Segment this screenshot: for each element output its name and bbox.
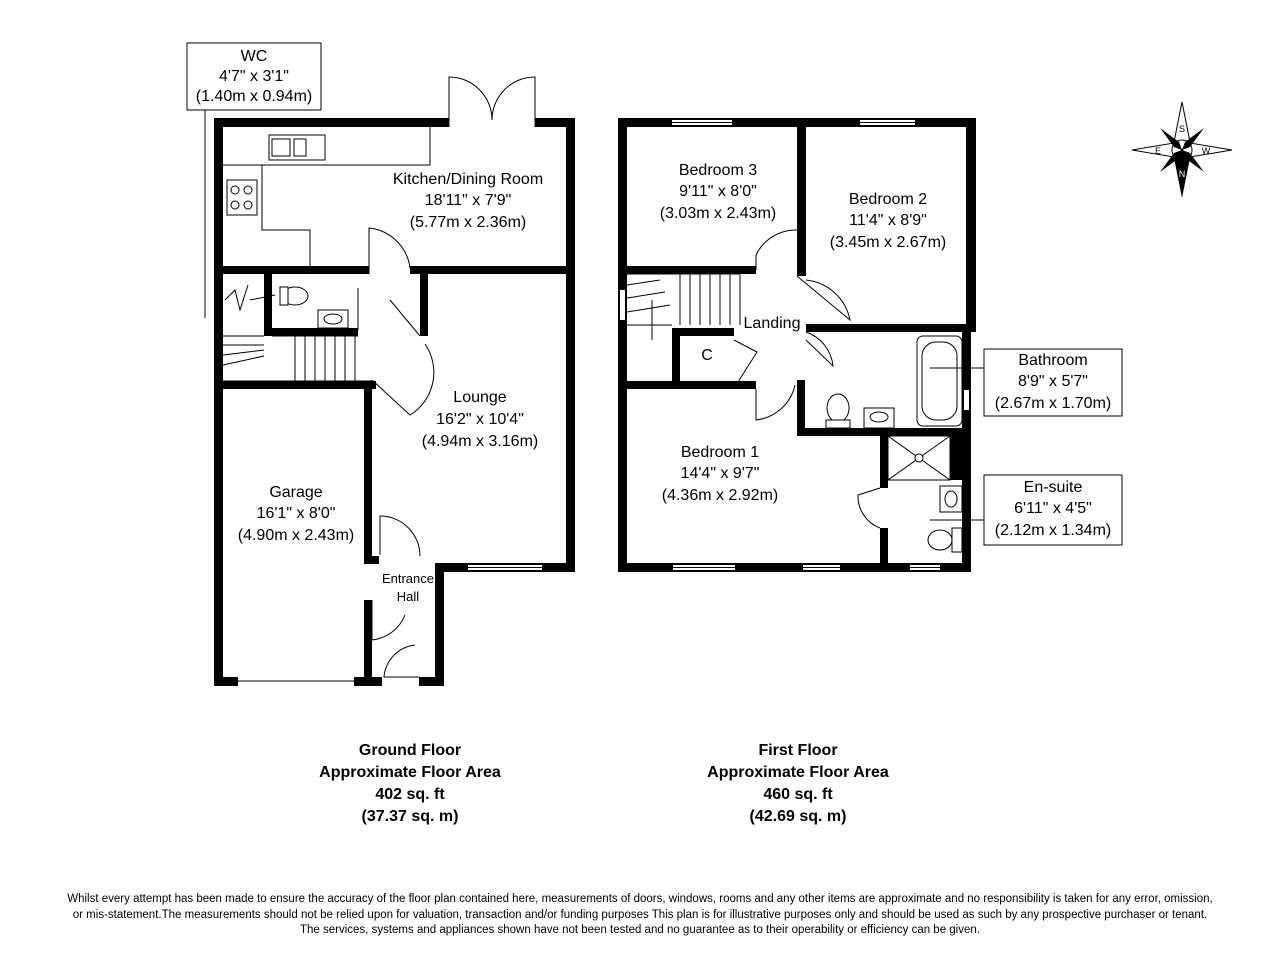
bathroom-label-box [983, 348, 1123, 417]
wc-imperial: 4'7" x 3'1" [219, 68, 289, 85]
garage-name: Garage [269, 484, 322, 501]
entrance-line1: Entrance [382, 571, 434, 586]
ensuite-imperial: 6'11" x 4'5" [1014, 500, 1092, 517]
lounge-name: Lounge [453, 389, 506, 406]
ground-floor-summary: Ground Floor Approximate Floor Area 402 … [290, 740, 530, 828]
ensuite-label-box [983, 474, 1123, 546]
first-wall-ensuite-west-lower [880, 528, 888, 572]
ground-wall-west [214, 118, 223, 686]
ground-floor-plan [204, 76, 575, 686]
ensuite-name: En-suite [1024, 479, 1083, 496]
ground-wall-hall-east [420, 266, 428, 336]
bathroom-metric: (2.67m x 1.70m) [995, 395, 1111, 412]
bedroom2-metric: (3.45m x 2.67m) [830, 234, 946, 251]
first-stairs [626, 273, 741, 340]
landing-name: Landing [744, 315, 801, 332]
ground-stairs [204, 110, 372, 382]
ground-wall-entrance-east [435, 563, 444, 686]
bedroom1-metric: (4.36m x 2.92m) [662, 487, 778, 504]
ground-wall-garage-east [364, 381, 372, 563]
first-floor-title: First Floor [758, 742, 838, 759]
garage-metric: (4.90m x 2.43m) [238, 527, 354, 544]
first-wall-bed1-north [618, 381, 756, 389]
bedroom1-name: Bedroom 1 [681, 444, 759, 461]
floor-plan-diagram: WC 4'7" x 3'1" (1.40m x 0.94m) Kitchen/D… [186, 42, 1233, 686]
kitchen-metric: (5.77m x 2.36m) [410, 214, 526, 231]
ground-wall-kitchen-south-b [410, 266, 575, 274]
ground-floor-sqm: (37.37 sq. m) [361, 808, 459, 825]
wc-label-box [186, 42, 322, 111]
disclaimer-line2: or mis-statement.The measurements should… [72, 908, 1208, 921]
bedroom3-imperial: 9'11" x 8'0" [679, 183, 757, 200]
bedroom2-name: Bedroom 2 [849, 191, 927, 208]
bedroom3-name: Bedroom 3 [679, 162, 757, 179]
ground-wall-wc-west [264, 266, 272, 336]
compass-s: S [1179, 124, 1185, 134]
lounge-metric: (4.94m x 3.16m) [422, 433, 538, 450]
ground-wall-south-a [214, 677, 238, 686]
first-wall-bed3-bed2 [797, 118, 806, 276]
disclaimer: Whilst every attempt has been made to en… [20, 892, 1260, 939]
kitchen-imperial: 18'11" x 7'9" [425, 192, 512, 209]
first-floor-sqft: 460 sq. ft [763, 786, 833, 803]
bedroom1-imperial: 14'4" x 9'7" [681, 465, 760, 482]
first-wall-bed2-south-a [806, 324, 853, 332]
compass-icon: S N E W [1131, 101, 1233, 198]
garage-imperial: 16'1" x 8'0" [257, 505, 336, 522]
disclaimer-line1: Whilst every attempt has been made to en… [67, 893, 1213, 905]
ground-wall-wc-south [264, 328, 358, 336]
first-floor-sqm: (42.69 sq. m) [749, 808, 847, 825]
ground-floor-sqft: 402 sq. ft [375, 786, 445, 803]
bathroom-imperial: 8'9" x 5'7" [1018, 373, 1088, 390]
ground-floor-subtitle: Approximate Floor Area [319, 764, 501, 781]
bedroom3-metric: (3.03m x 2.43m) [660, 205, 776, 222]
entrance-line2: Hall [397, 589, 420, 604]
first-wall-bed2-south-b [853, 324, 971, 332]
first-floor-summary: First Floor Approximate Floor Area 460 s… [678, 740, 918, 828]
compass-e: E [1155, 146, 1161, 156]
room-labels: WC 4'7" x 3'1" (1.40m x 0.94m) Kitchen/D… [196, 48, 1111, 604]
first-wall-south [618, 563, 971, 572]
first-floor-plan [618, 118, 976, 572]
ground-wall-hall-stub [364, 556, 379, 564]
first-wall-east-upper [966, 118, 976, 332]
first-wall-bath-west [797, 380, 805, 436]
ground-wall-north-b [535, 118, 575, 127]
cupboard-name: C [701, 347, 713, 364]
wc-metric: (1.40m x 0.94m) [196, 88, 312, 105]
ground-wall-south-c [419, 677, 444, 686]
first-wall-cupboard-north [672, 328, 734, 336]
ground-floor-title: Ground Floor [358, 742, 462, 759]
compass-n: N [1179, 169, 1186, 179]
first-wall-cupboard-west [672, 328, 680, 389]
bedroom2-imperial: 11'4" x 8'9" [849, 212, 927, 229]
ground-wall-garage-north [214, 381, 376, 389]
ground-wall-garage-east-lower [364, 600, 372, 686]
first-floor-subtitle: Approximate Floor Area [707, 764, 889, 781]
first-wall-bed3-south [618, 266, 756, 274]
compass-w: W [1202, 146, 1211, 156]
bathroom-name: Bathroom [1018, 352, 1087, 369]
first-wall-east-lower [962, 326, 971, 572]
first-wall-west [618, 118, 627, 572]
ground-wall-kitchen-south-a [214, 266, 369, 274]
wc-name: WC [241, 48, 268, 65]
lounge-imperial: 16'2" x 10'4" [436, 411, 524, 428]
ensuite-metric: (2.12m x 1.34m) [995, 522, 1111, 539]
kitchen-name: Kitchen/Dining Room [393, 171, 543, 188]
first-wall-ensuite-west [880, 428, 888, 488]
ground-wall-east [566, 118, 575, 572]
disclaimer-line3: The services, systems and appliances sho… [300, 924, 980, 936]
